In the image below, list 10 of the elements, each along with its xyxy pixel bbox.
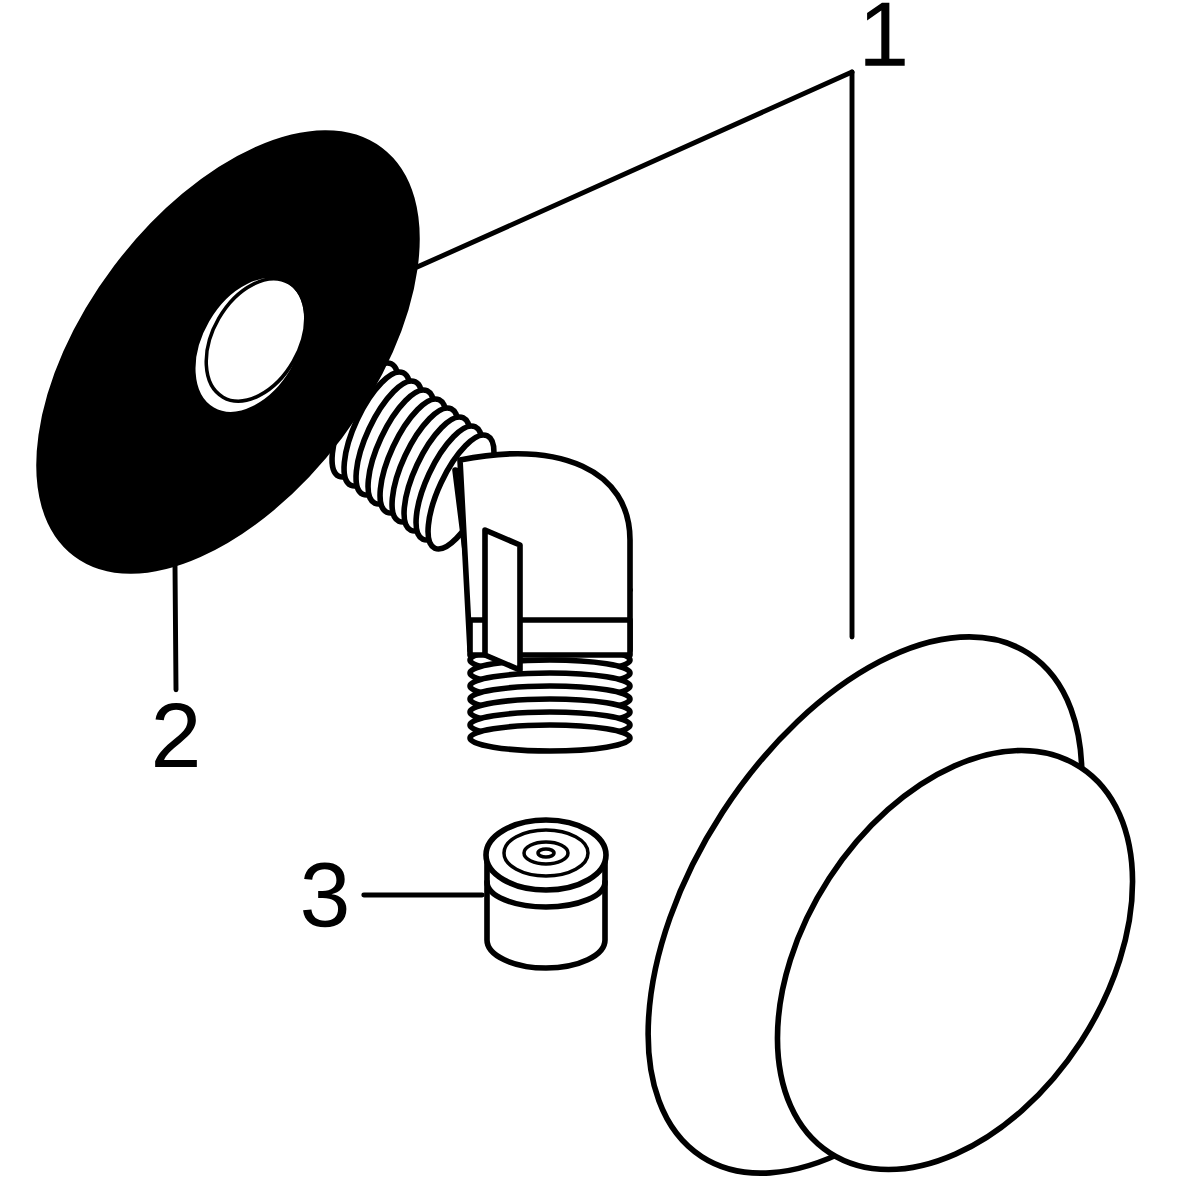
flow-regulator-drawing xyxy=(483,817,609,971)
callout-number: 1 xyxy=(865,2,905,66)
leader-line xyxy=(415,69,855,270)
rosette-drawing xyxy=(36,130,420,574)
leader-line xyxy=(172,562,179,693)
handle-cap-drawing xyxy=(645,634,1136,1176)
callout-number: 2 xyxy=(155,703,197,767)
leader-line xyxy=(849,69,855,640)
callout-number: 3 xyxy=(303,862,347,928)
leader-line xyxy=(361,892,485,898)
